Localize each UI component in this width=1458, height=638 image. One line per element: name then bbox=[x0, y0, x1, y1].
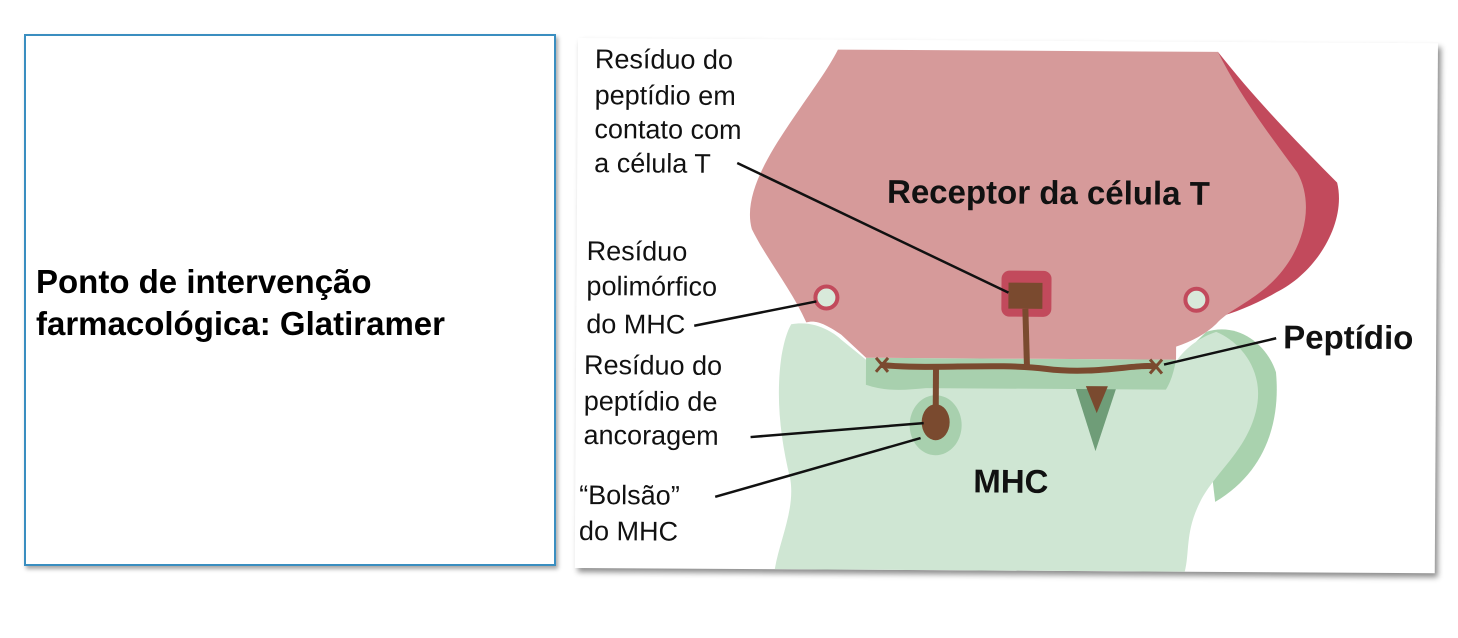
leader-polymorphic bbox=[694, 300, 817, 327]
pocket-line-1: “Bolsão” bbox=[579, 480, 680, 511]
leader-pocket bbox=[714, 436, 921, 499]
contact-residue-line-1: Resíduo do bbox=[595, 44, 733, 75]
contact-residue-line-3: contato com bbox=[594, 114, 741, 145]
contact-residue-label: Resíduo do peptídio em contato com a cél… bbox=[594, 44, 741, 179]
pointed-residue bbox=[1085, 386, 1108, 414]
polymorphic-line-2: polimórfico bbox=[586, 271, 717, 302]
mhc-notch bbox=[1075, 389, 1116, 452]
peptide-label: Peptídio bbox=[1283, 318, 1413, 356]
anchor-line-2: peptídio de bbox=[584, 386, 718, 417]
card-title-line-2: farmacológica: Glatiramer bbox=[36, 305, 445, 342]
peptide-end-left bbox=[874, 356, 890, 373]
polymorphic-line-3: do MHC bbox=[586, 309, 685, 340]
peptide-end-right bbox=[1148, 358, 1164, 375]
peptide-backbone bbox=[880, 361, 1157, 374]
text-card: Ponto de intervenção farmacológica: Glat… bbox=[24, 34, 556, 566]
leader-anchor bbox=[750, 421, 924, 439]
contact-residue-stem bbox=[1022, 308, 1030, 368]
anchor-line-1: Resíduo do bbox=[584, 350, 722, 381]
anchor-residue-label: Resíduo do peptídio de ancoragem bbox=[583, 350, 722, 451]
leader-contact bbox=[736, 161, 1009, 294]
contact-residue-line-2: peptídio em bbox=[595, 80, 736, 111]
leader-peptide bbox=[1163, 337, 1277, 366]
diagram-canvas: Receptor da célula T MHC Peptídio Resídu… bbox=[579, 44, 1413, 572]
receptor-knob-left bbox=[813, 284, 840, 311]
card-title: Ponto de intervenção farmacológica: Glat… bbox=[36, 261, 546, 345]
card-title-line-1: Ponto de intervenção bbox=[36, 263, 372, 300]
receptor-label: Receptor da célula T bbox=[887, 173, 1210, 212]
pocket-label: “Bolsão” do MHC bbox=[579, 480, 680, 547]
mhc-groove bbox=[865, 357, 1177, 390]
anchor-residue bbox=[921, 404, 950, 441]
mhc-label: MHC bbox=[973, 462, 1048, 499]
polymorphic-residue-label: Resíduo polimórfico do MHC bbox=[586, 236, 717, 340]
receptor-shape bbox=[750, 49, 1306, 360]
pocket-line-2: do MHC bbox=[579, 516, 678, 547]
receptor-knob-right bbox=[1183, 286, 1210, 313]
polymorphic-line-1: Resíduo bbox=[587, 236, 688, 267]
contact-residue-line-4: a célula T bbox=[594, 148, 711, 179]
contact-residue bbox=[1008, 282, 1043, 309]
leader-lines bbox=[694, 161, 1277, 499]
anchor-line-3: ancoragem bbox=[583, 420, 718, 451]
tcr-mhc-diagram: Receptor da célula T MHC Peptídio Resídu… bbox=[574, 38, 1438, 574]
